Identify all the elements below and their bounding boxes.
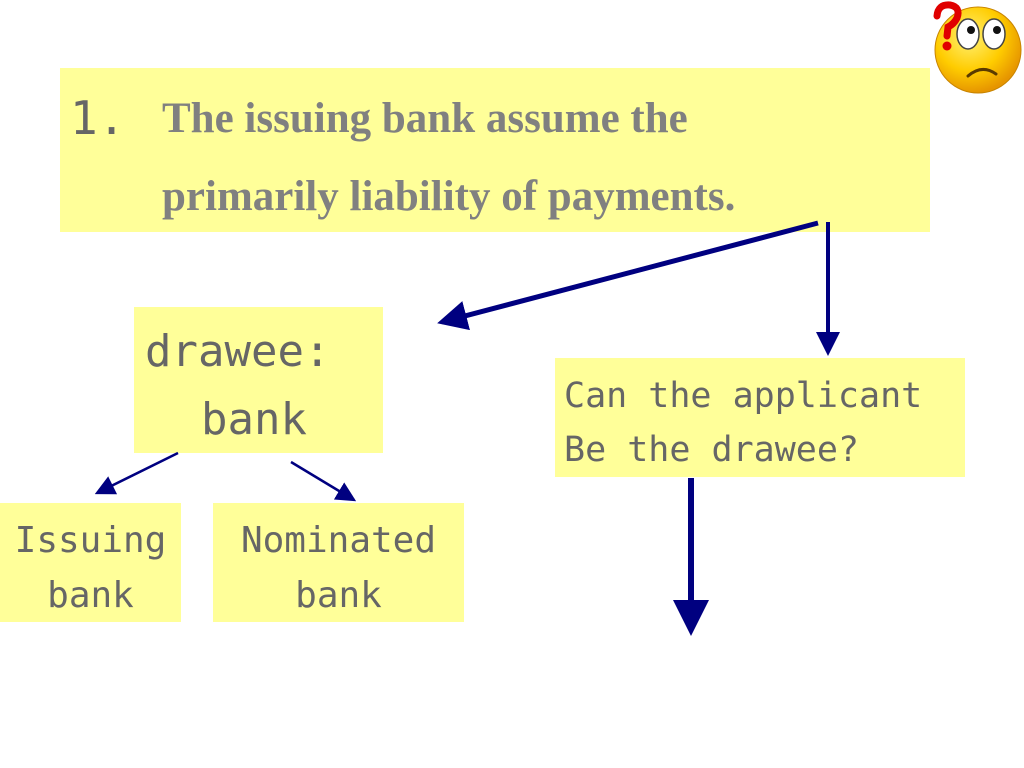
title-box: 1. The issuing bank assume the primarily… [60, 68, 930, 232]
drawee-value: bank [201, 394, 307, 445]
question-line-2: Be the drawee? [564, 430, 860, 470]
title-line-2: primarily liability of payments. [162, 172, 735, 222]
issuing-bank-line-2: bank [47, 575, 134, 616]
nominated-bank-line-2: bank [295, 575, 382, 616]
title-number: 1. [70, 91, 126, 145]
arrow-title-to-drawee [437, 220, 819, 331]
title-line-2-period: . [724, 173, 736, 220]
nominated-bank-line-1: Nominated [240, 520, 437, 561]
arrow-drawee-to-issuing [94, 451, 179, 495]
issuing-bank-box: Issuing bank [0, 503, 181, 622]
question-box: Can the applicant Be the drawee? [555, 358, 965, 477]
drawee-label: drawee: [145, 326, 331, 377]
drawee-box: drawee: bank [134, 307, 383, 453]
arrow-drawee-to-nominated [290, 460, 357, 502]
confused-face-question-icon [933, 1, 1022, 94]
title-line-1: The issuing bank assume the [162, 95, 688, 142]
issuing-bank-line-1: Issuing [14, 520, 167, 561]
title-line-2-text: primarily liability of payments [162, 173, 725, 220]
nominated-bank-box: Nominated bank [213, 503, 464, 622]
question-line-1: Can the applicant [564, 376, 923, 416]
